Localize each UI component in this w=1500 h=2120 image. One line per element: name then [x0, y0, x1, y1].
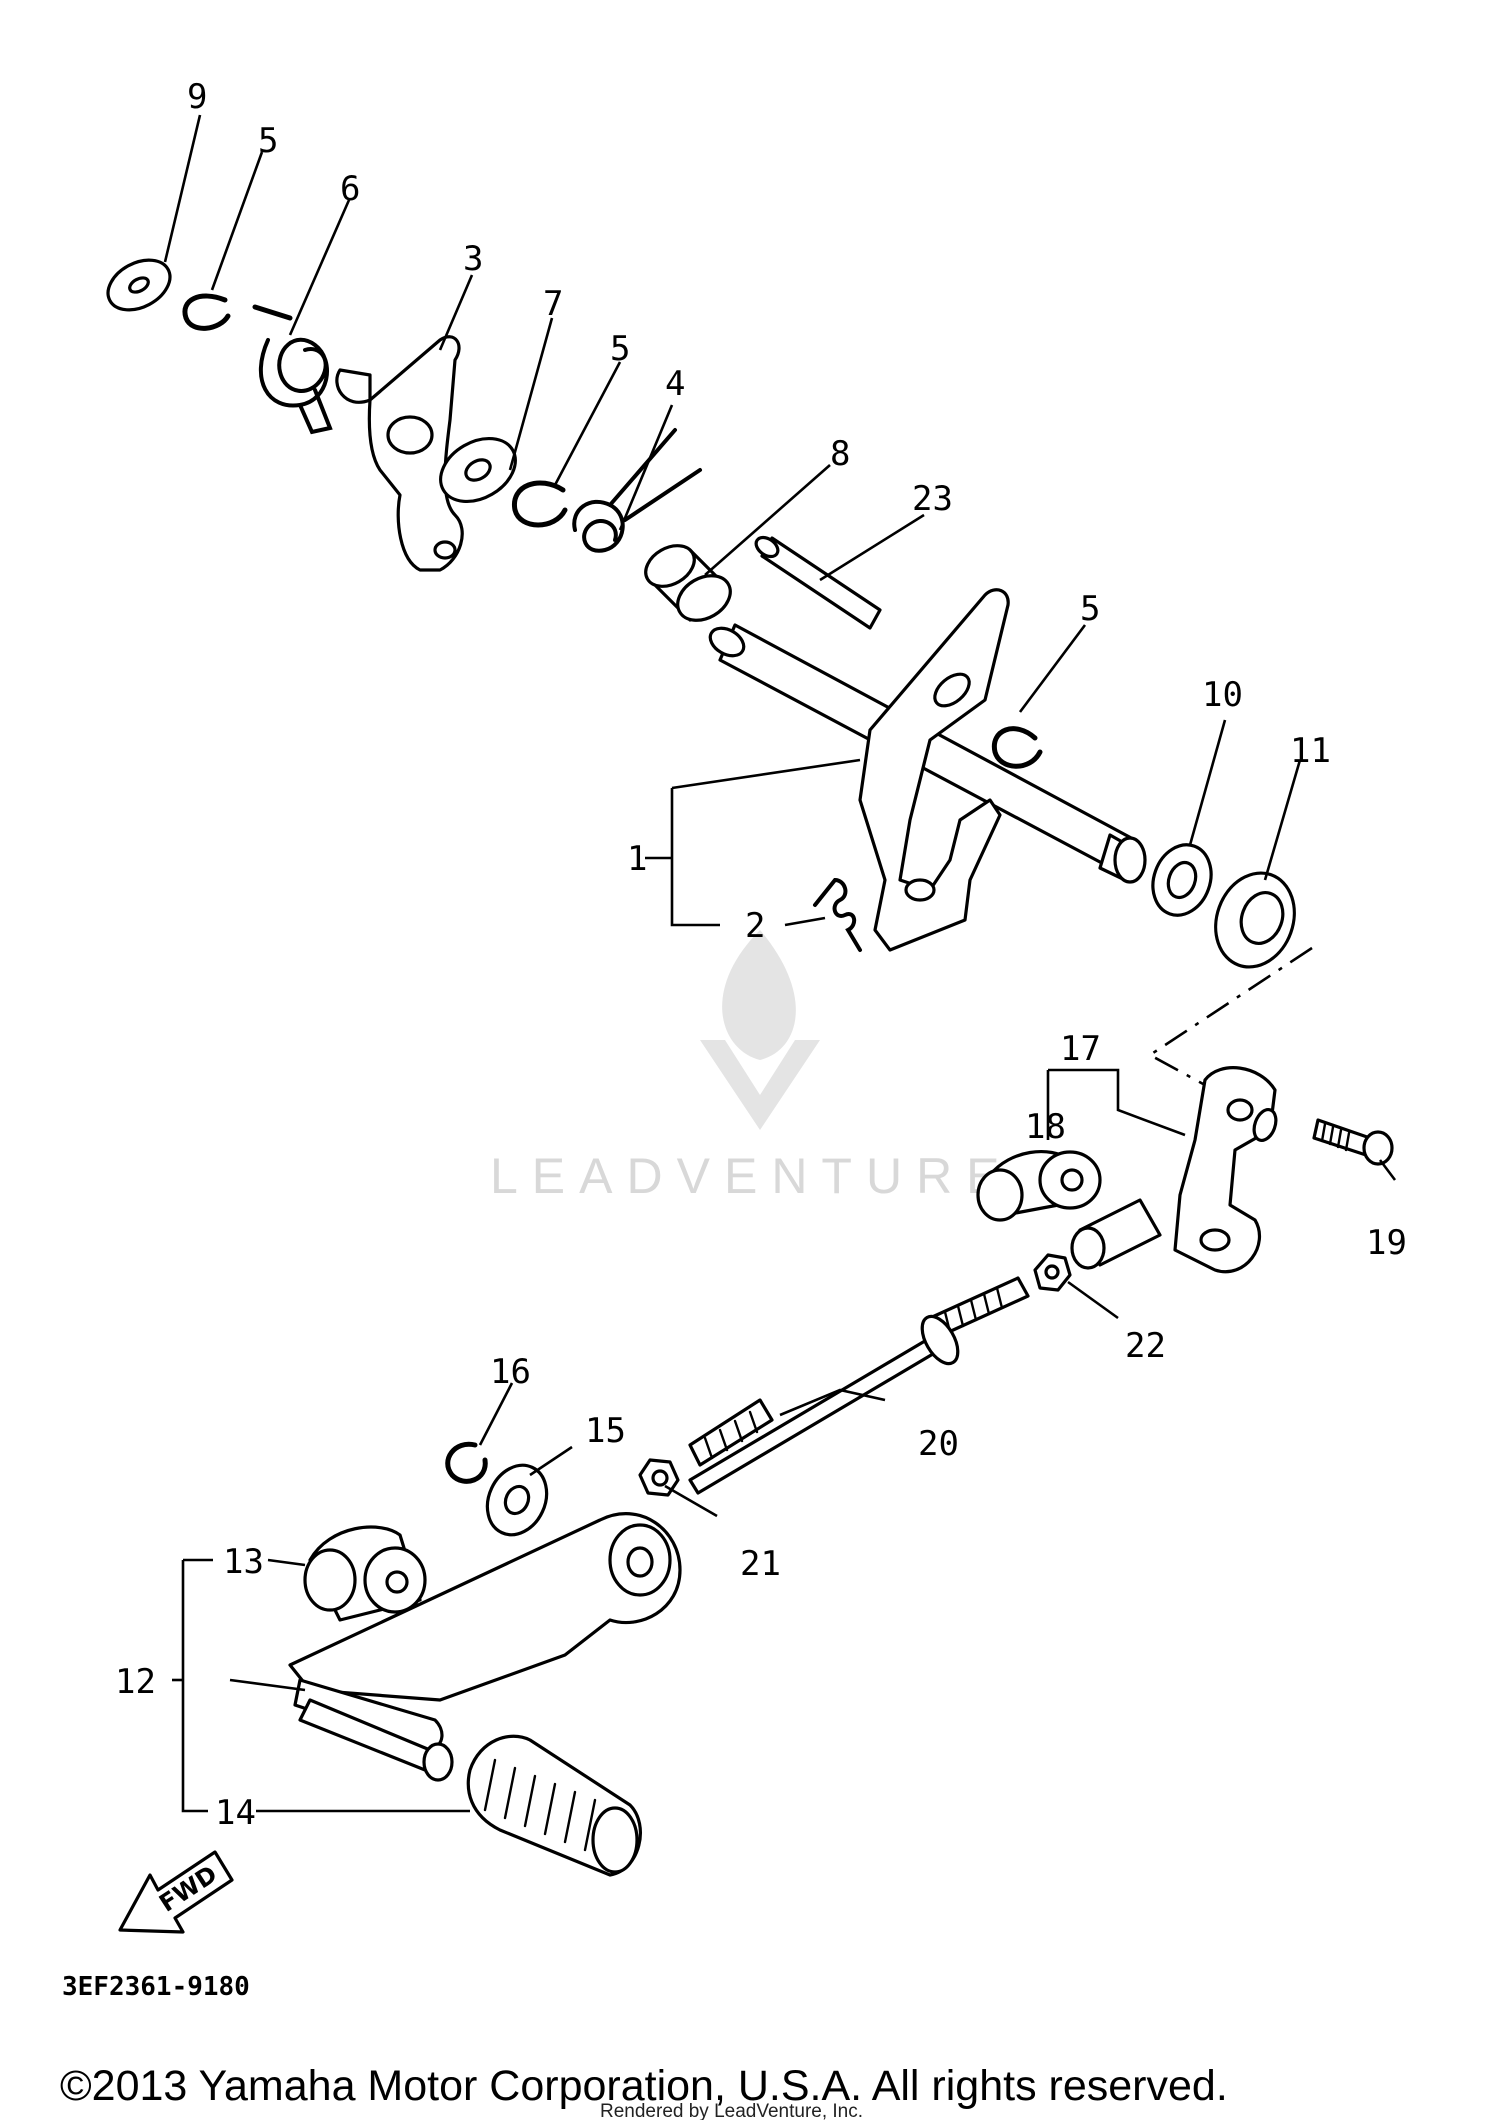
part-9-washer — [106, 258, 172, 312]
callout-15: 15 — [585, 1411, 626, 1451]
part-5-circlip — [512, 480, 568, 528]
part-4-torsion-spring — [572, 428, 702, 553]
callout-8: 8 — [830, 434, 850, 474]
callout-10: 10 — [1202, 675, 1243, 715]
part-2-spring — [813, 877, 862, 952]
part-15-washer — [485, 1463, 549, 1537]
callout-5: 5 — [1080, 589, 1100, 629]
callout-5: 5 — [258, 121, 278, 161]
callout-11: 11 — [1290, 731, 1331, 771]
part-5-circlip — [182, 293, 231, 331]
part-14-pedal-rubber — [466, 1734, 642, 1877]
callout-3: 3 — [463, 239, 483, 279]
leader-lines — [163, 114, 1397, 1813]
callout-18: 18 — [1025, 1107, 1066, 1147]
part-22-nut — [1033, 1253, 1072, 1292]
callout-17: 17 — [1060, 1029, 1101, 1069]
leadventure-watermark-logo — [700, 930, 820, 1130]
fwd-arrow-icon: FWD — [118, 1850, 234, 1934]
part-16-circlip — [445, 1441, 488, 1484]
part-20-shift-rod — [688, 1276, 1030, 1495]
callout-12: 12 — [115, 1662, 156, 1702]
rendered-by-credit: Rendered by LeadVenture, Inc. — [600, 2101, 863, 2120]
part-11-oil-seal — [1214, 871, 1296, 969]
part-13-joint — [303, 1525, 427, 1622]
part-12-shift-pedal — [288, 1512, 682, 1782]
copyright-notice: ©2013 Yamaha Motor Corporation, U.S.A. A… — [60, 2062, 1228, 2110]
callout-22: 22 — [1125, 1326, 1166, 1366]
diagram-code: 3EF2361-9180 — [62, 1972, 250, 2002]
part-17-arm-boss — [1070, 1198, 1162, 1270]
callout-4: 4 — [665, 364, 685, 404]
callout-21: 21 — [740, 1544, 781, 1584]
part-6-torsion-spring — [252, 304, 333, 435]
callout-6: 6 — [340, 169, 360, 209]
callout-1: 1 — [627, 839, 647, 879]
part-23-shift-pin — [754, 535, 882, 630]
callout-16: 16 — [490, 1352, 531, 1392]
part-17-shift-arm — [1173, 1066, 1278, 1274]
part-7-washer — [439, 436, 517, 504]
part-8-collar — [644, 544, 732, 622]
callout-23: 23 — [912, 479, 953, 519]
part-5-circlip — [991, 726, 1043, 769]
callout-7: 7 — [543, 284, 563, 324]
part-3-shift-lever-plate — [335, 335, 464, 572]
callout-numbers: 9 5 6 3 7 5 4 8 23 5 10 11 1 2 17 18 19 … — [115, 77, 1407, 1833]
part-10-washer — [1151, 843, 1213, 917]
part-21-nut — [638, 1458, 680, 1497]
part-19-bolt — [1312, 1118, 1394, 1166]
callout-5: 5 — [610, 329, 630, 369]
callout-19: 19 — [1366, 1223, 1407, 1263]
callout-20: 20 — [918, 1424, 959, 1464]
callout-14: 14 — [215, 1793, 256, 1833]
part-1-shift-shaft-assembly — [708, 588, 1147, 952]
callout-2: 2 — [745, 906, 765, 946]
callout-9: 9 — [187, 77, 207, 117]
watermark-text: LEADVENTURE — [490, 1148, 1014, 1204]
callout-13: 13 — [223, 1542, 264, 1582]
part-18-joint — [976, 1150, 1102, 1222]
